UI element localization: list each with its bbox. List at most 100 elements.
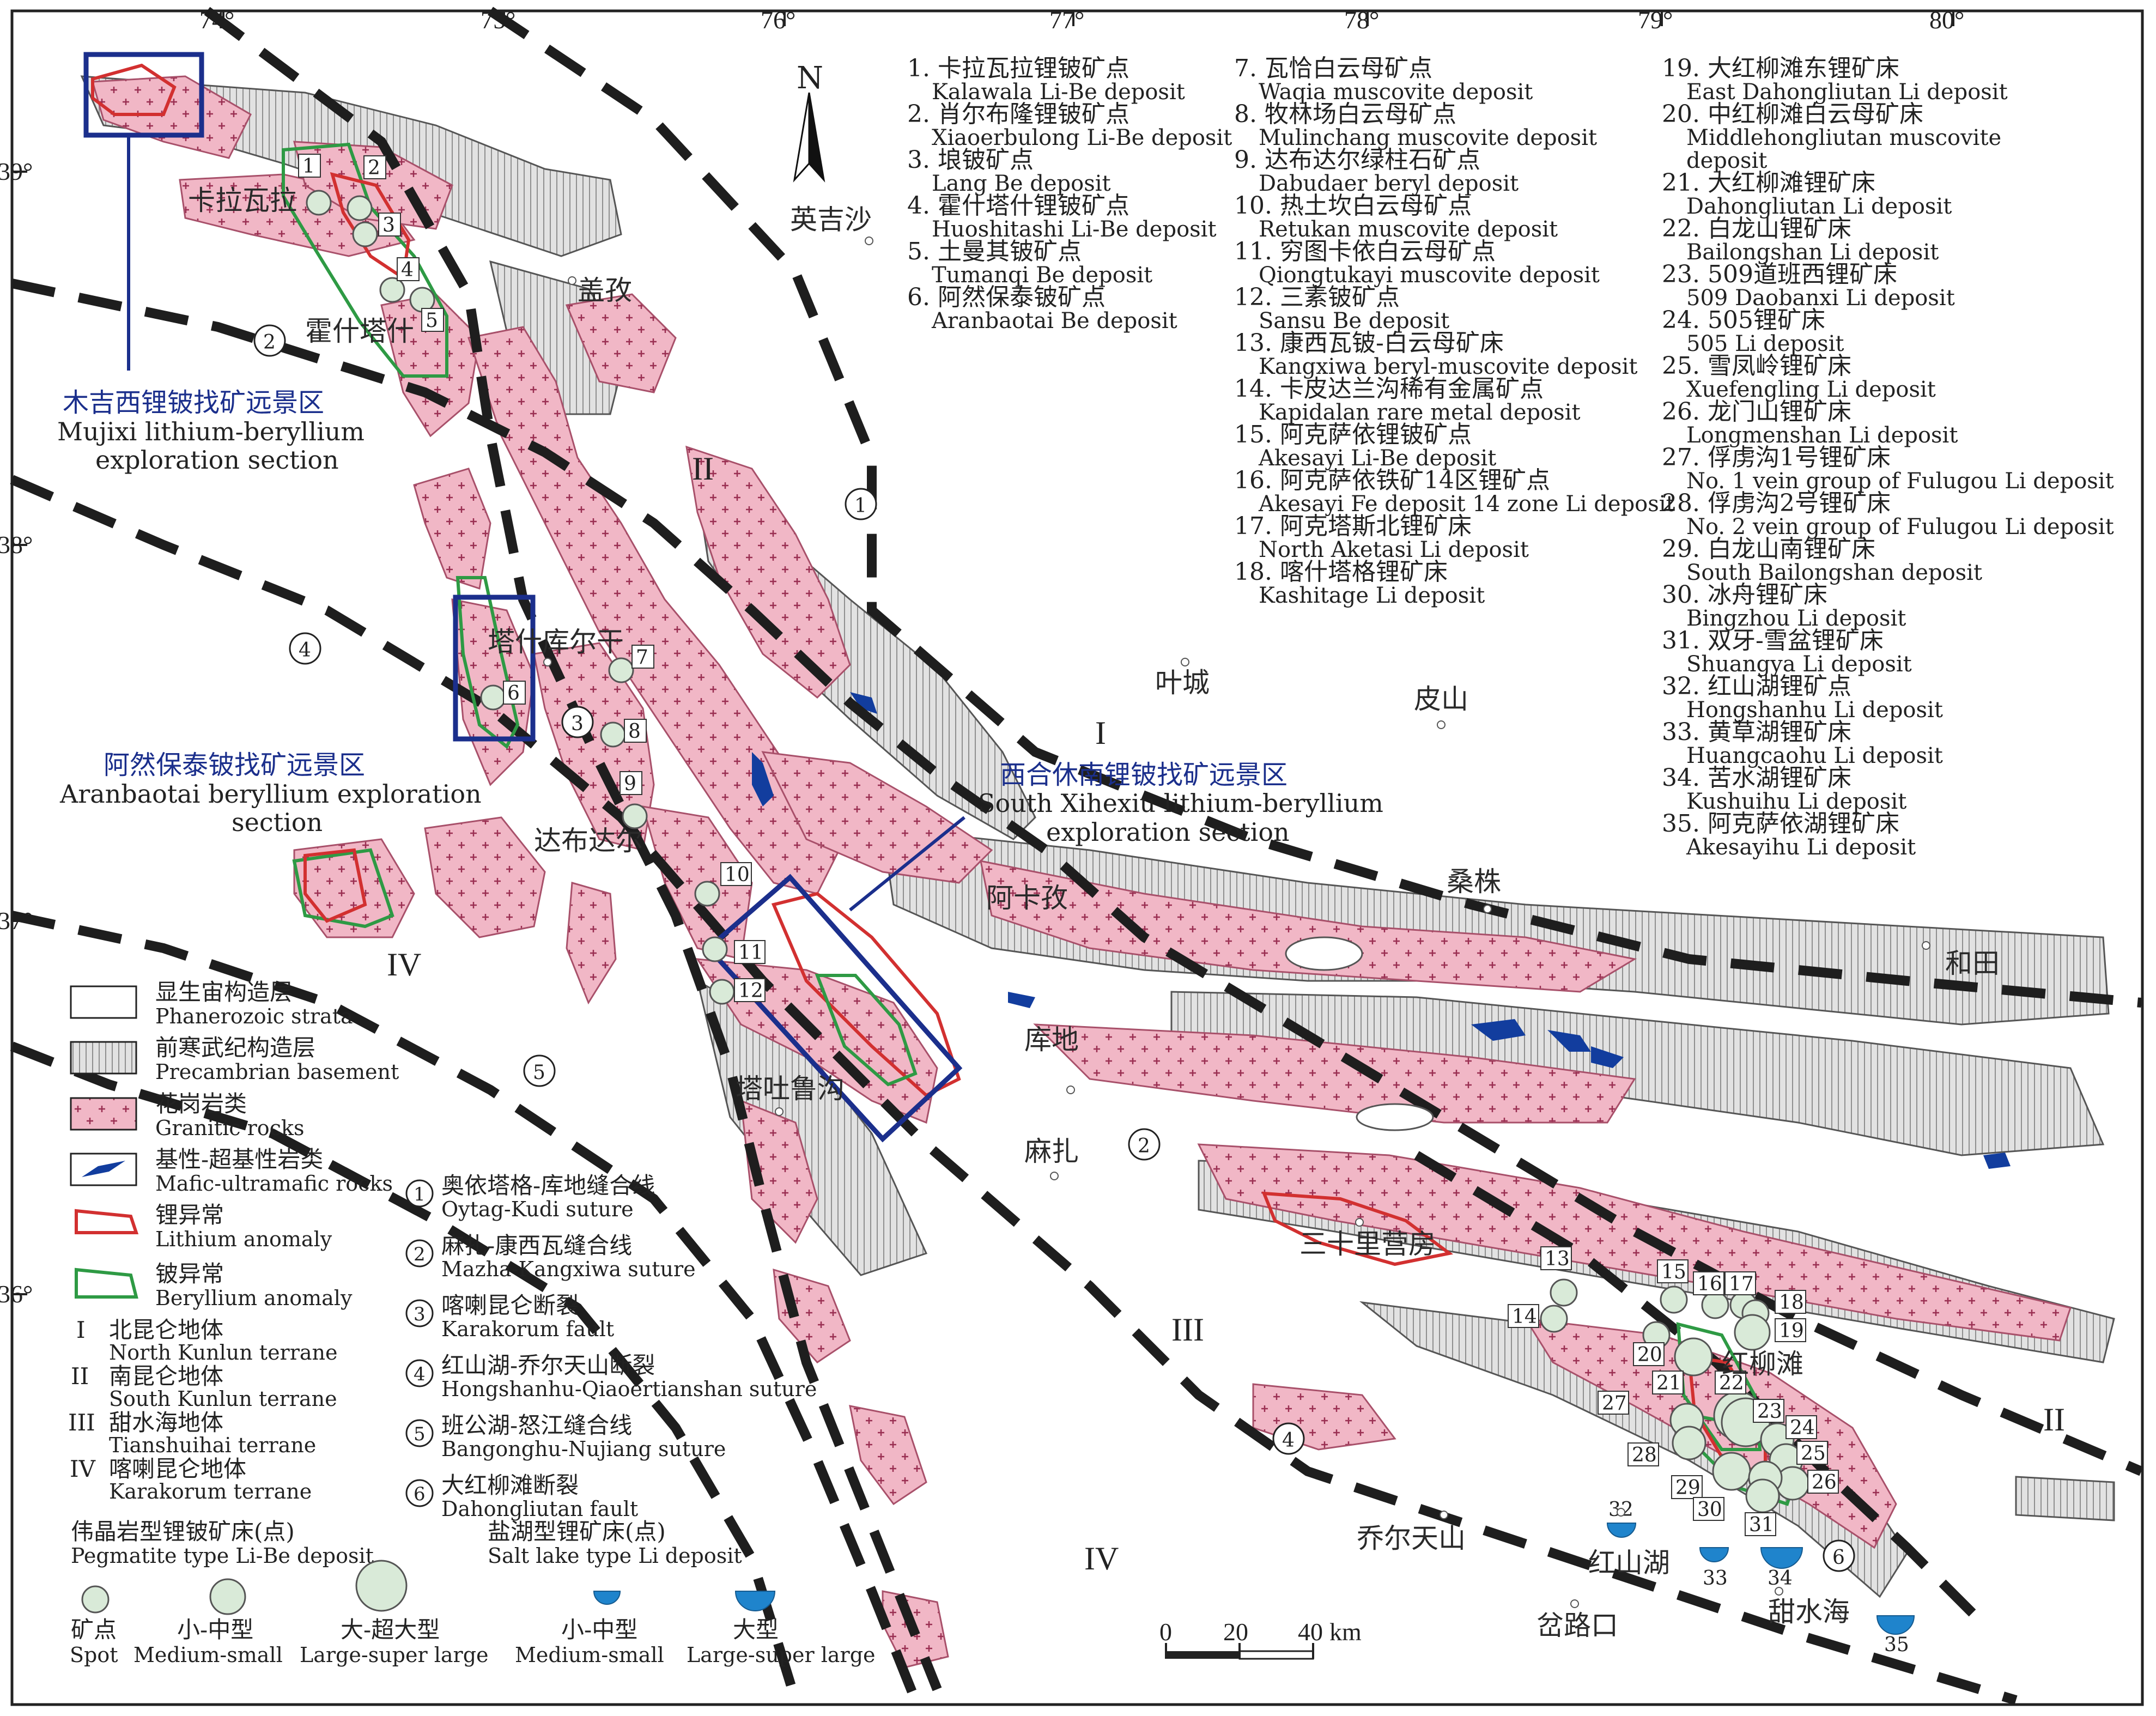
- deposit-list-item-28-en: No. 2 vein group of Fulugou Li deposit: [1686, 514, 2114, 539]
- aranbaotai-section-label-en1: Aranbaotai beryllium exploration: [59, 779, 482, 809]
- fault-marker-6: 6: [1832, 1547, 1845, 1569]
- deposit-list-item-13-en: Kangxiwa beryl-muscovite deposit: [1259, 354, 1637, 379]
- place-dabudaer: 达布达尔: [534, 825, 643, 857]
- deposit-list-item-1-en: Kalawala Li-Be deposit: [932, 80, 1185, 105]
- deposit-marker-label-30: 30: [1697, 1499, 1722, 1521]
- legend-terrane-en-1: North Kunlun terrane: [109, 1341, 338, 1365]
- deposit-list-item-22-en: Bailongshan Li deposit: [1686, 240, 1939, 265]
- lat-39: 39°: [0, 157, 33, 185]
- legend-li-anomaly-zh: 锂异常: [155, 1202, 224, 1228]
- legend-fault-zh-4: 红山湖-乔尔天山断裂: [441, 1352, 655, 1379]
- deposit-list-item-32-en: Hongshanhu Li deposit: [1686, 698, 1943, 723]
- legend-swatch-be-anomaly: [75, 1268, 138, 1299]
- scale-unit: km: [1329, 1618, 1362, 1646]
- lon-79: 79°: [1638, 6, 1673, 34]
- deposit-list-item-23-zh: 23. 509道班西锂矿床: [1662, 260, 1897, 288]
- place-hetian: 和田: [1945, 948, 2000, 979]
- exploration-section-boxes: [83, 52, 965, 1143]
- legend-swatch-li-anomaly: [75, 1209, 139, 1234]
- deposit-marker-label-6: 6: [507, 682, 520, 705]
- deposit-list-item-21-en: Dahongliutan Li deposit: [1686, 194, 1952, 219]
- legend-size-salt-large-en: Large-super large: [687, 1643, 876, 1667]
- legend-fault-zh-6: 大红柳滩断裂: [441, 1472, 579, 1499]
- place-qiaoertianshan: 乔尔天山: [1357, 1523, 1466, 1554]
- lon-77: 77°: [1049, 6, 1084, 34]
- place-chalukou: 岔路口: [1536, 1610, 1618, 1641]
- place-sangzhu: 桑株: [1447, 866, 1501, 898]
- deposit-list-item-20-en: Middlehongliutan muscovite: [1686, 125, 2001, 150]
- place-yingjisha: 英吉沙: [790, 204, 872, 235]
- fault-5: [11, 911, 920, 1702]
- place-gaizi: 盖孜: [578, 275, 632, 306]
- longitude-labels: 74° 75° 76° 77° 78° 79° 80°: [199, 6, 1964, 34]
- legend-marker-medium-small: [209, 1578, 246, 1615]
- deposit-list-item-9-en: Dabudaer beryl deposit: [1259, 171, 1519, 196]
- legend-terrane-en-2: South Kunlun terrane: [109, 1387, 337, 1411]
- deposit-list-item-7-en: Waqia muscovite deposit: [1259, 80, 1533, 105]
- place-kudi: 库地: [1024, 1024, 1079, 1056]
- deposit-marker-label-5: 5: [426, 310, 438, 332]
- legend-salt-title-en: Salt lake type Li deposit: [488, 1544, 742, 1568]
- legend-fault-en-5: Bangonghu-Nujiang suture: [441, 1437, 726, 1461]
- deposit-marker-label-13: 13: [1545, 1248, 1570, 1270]
- xihexiu-section-label-zh: 西合休南锂铍找矿远景区: [1000, 760, 1287, 790]
- deposit-marker-label-4: 4: [401, 259, 414, 281]
- place-tianshuihai: 甜水海: [1768, 1596, 1850, 1628]
- deposit-list-item-31-zh: 31. 双牙-雪盆锂矿床: [1662, 627, 1884, 654]
- deposit-list-item-28-zh: 28. 俘虏沟2号锂矿床: [1662, 489, 1891, 517]
- legend-fault-num-4: 4: [414, 1363, 426, 1385]
- lon-80: 80°: [1929, 6, 1964, 34]
- legend-fault-zh-3: 喀喇昆仑断裂: [441, 1292, 579, 1319]
- salt-lake-label-33: 33: [1703, 1567, 1728, 1590]
- legend-fault-zh-1: 奥依塔格-库地缝合线: [441, 1172, 655, 1199]
- deposit-list-item-26-zh: 26. 龙门山锂矿床: [1662, 398, 1851, 426]
- legend-swatch-phanerozoic: [70, 985, 137, 1019]
- salt-lake-34: [1760, 1547, 1803, 1569]
- deposit-list-item-35-zh: 35. 阿克萨依湖锂矿床: [1662, 810, 1899, 838]
- deposit-marker-label-10: 10: [725, 864, 750, 886]
- deposit-list-item-32-zh: 32. 红山湖锂矿点: [1662, 672, 1851, 700]
- legend-terrane-num-1: I: [76, 1317, 86, 1343]
- be-anomaly-hongliutan: [1676, 1322, 1762, 1451]
- terrane-label-III: III: [1171, 1312, 1204, 1348]
- deposit-list-item-17-en: North Aketasi Li deposit: [1259, 537, 1529, 562]
- lat-38: 38°: [0, 531, 33, 559]
- deposit-list-item-33-zh: 33. 黄草湖锂矿床: [1662, 718, 1851, 746]
- be-anomaly-tashkurgan: [456, 576, 520, 749]
- place-pishan: 皮山: [1414, 683, 1468, 715]
- deposit-marker-label-17: 17: [1729, 1273, 1754, 1295]
- place-hongliutan: 红柳滩: [1722, 1348, 1803, 1380]
- legend-swatch-precambrian: [70, 1041, 137, 1075]
- deposit-list-item-1-zh: 1. 卡拉瓦拉锂铍矿点: [907, 54, 1129, 82]
- deposit-list-item-14-en: Kapidalan rare metal deposit: [1259, 400, 1581, 425]
- legend-size-spot-en: Spot: [70, 1643, 118, 1667]
- deposit-list-item-15-en: Akesayi Li-Be deposit: [1258, 446, 1496, 471]
- legend-terrane-num-4: IV: [70, 1456, 96, 1482]
- be-anomaly-kalawala: [282, 142, 448, 378]
- deposit-marker-3: [352, 221, 378, 247]
- fault-number-markers: 1 2 2 3 4 4 5 6: [253, 324, 1855, 1572]
- deposit-list-item-21-zh: 21. 大红柳滩锂矿床: [1662, 169, 1875, 197]
- aranbaotai-section-label-zh: 阿然保泰铍找矿远景区: [104, 750, 365, 780]
- legend-mafic-en: Mafic-ultramafic rocks: [155, 1172, 393, 1196]
- deposit-marker-31: [1745, 1478, 1780, 1513]
- legend-terrane-zh-2: 南昆仑地体: [109, 1363, 223, 1390]
- deposit-marker-label-31: 31: [1749, 1514, 1774, 1536]
- place-akazi: 阿卡孜: [986, 882, 1068, 914]
- deposit-marker-label-8: 8: [628, 720, 641, 743]
- fault-sw: [10, 1041, 800, 1702]
- deposit-list-item-3-zh: 3. 埌铍矿点: [907, 146, 1034, 174]
- mujixi-section-label-zh: 木吉西锂铍找矿远景区: [63, 387, 324, 418]
- deposit-list-item-20-zh: 20. 中红柳滩白云母矿床: [1662, 100, 1923, 128]
- scale-bar: 0 20 40 km: [1159, 1618, 1362, 1660]
- mujixi-section-box: [83, 52, 204, 138]
- legend-mafic-zh: 基性-超基性岩类: [155, 1146, 323, 1173]
- deposit-list-item-10-en: Retukan muscovite deposit: [1259, 217, 1558, 242]
- deposit-marker-19: [1734, 1314, 1771, 1351]
- terrane-labels: I II II III IV IV: [387, 451, 2065, 1576]
- fault-marker-1: 1: [854, 495, 867, 517]
- deposit-marker-label-12: 12: [738, 980, 763, 1002]
- legend-be-anomaly-en: Beryllium anomaly: [155, 1286, 353, 1310]
